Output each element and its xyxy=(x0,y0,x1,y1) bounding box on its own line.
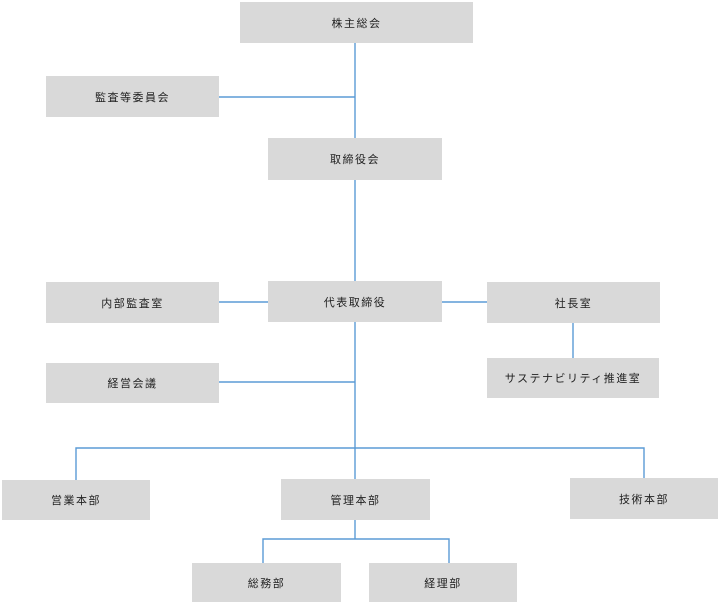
org-node-sales-division: 営業本部 xyxy=(2,480,150,520)
org-node-administration-division: 管理本部 xyxy=(281,479,430,520)
org-node-general-affairs-dept: 総務部 xyxy=(192,563,341,602)
org-node-internal-audit-office: 内部監査室 xyxy=(46,282,219,323)
org-node-management-meeting: 経営会議 xyxy=(46,363,219,403)
org-node-technology-division: 技術本部 xyxy=(570,478,718,519)
org-node-accounting-dept: 経理部 xyxy=(369,563,517,602)
org-node-presidents-office: 社長室 xyxy=(487,282,660,323)
org-node-board-of-directors: 取締役会 xyxy=(268,138,442,180)
org-node-audit-committee: 監査等委員会 xyxy=(46,76,219,117)
org-node-sustainability-promotion-office: サステナビリティ推進室 xyxy=(487,358,659,398)
org-node-representative-director: 代表取締役 xyxy=(268,281,442,322)
connector-division-branch xyxy=(75,447,645,480)
org-node-shareholders-meeting: 株主総会 xyxy=(240,2,473,43)
connector-department-branch xyxy=(262,538,450,563)
